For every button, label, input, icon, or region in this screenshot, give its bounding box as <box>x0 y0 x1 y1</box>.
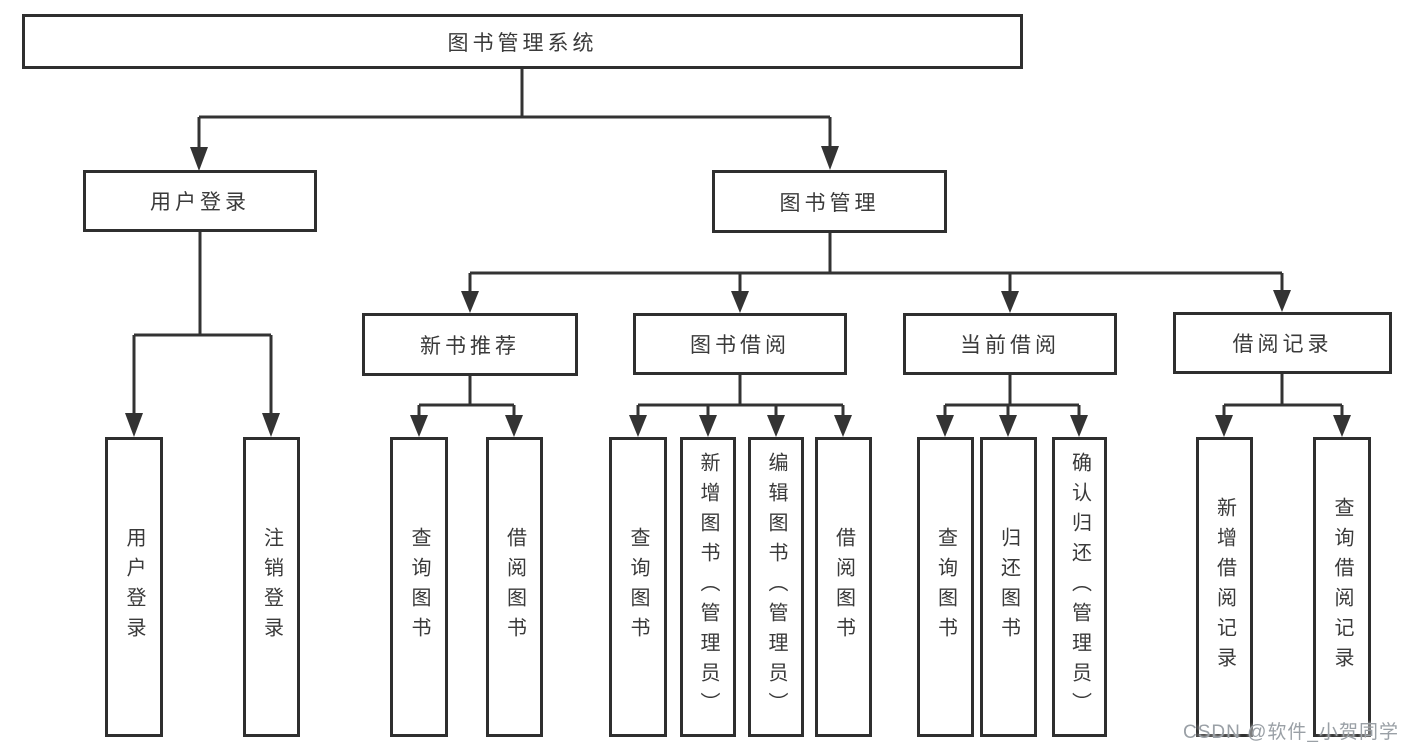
connector-user-login-to-leaves <box>125 232 280 437</box>
connector-root-to-level2 <box>190 69 839 171</box>
leaf-confirm-return-admin: 确认归还（管理员） <box>1052 437 1107 737</box>
leaf-return-book: 归还图书 <box>980 437 1037 737</box>
leaf-logout: 注销登录 <box>243 437 300 737</box>
connector-new-book-recommend-to-leaves <box>410 376 523 437</box>
leaf-query-book-current: 查询图书 <box>917 437 974 737</box>
node-library-management-system: 图书管理系统 <box>22 14 1023 69</box>
csdn-watermark: CSDN @软件_小贺同学 <box>1183 722 1399 743</box>
leaf-edit-book-admin: 编辑图书（管理员） <box>748 437 804 737</box>
leaf-borrow-book-recommend: 借阅图书 <box>486 437 543 737</box>
leaf-user-login: 用户登录 <box>105 437 163 737</box>
node-book-borrow: 图书借阅 <box>633 313 847 375</box>
node-book-management: 图书管理 <box>712 170 947 233</box>
node-new-book-recommend: 新书推荐 <box>362 313 578 376</box>
leaf-borrow-book: 借阅图书 <box>815 437 872 737</box>
connector-book-management-to-level3 <box>461 233 1291 313</box>
leaf-query-borrow-record: 查询借阅记录 <box>1313 437 1371 737</box>
node-user-login: 用户登录 <box>83 170 317 232</box>
leaf-query-book-borrow: 查询图书 <box>609 437 667 737</box>
connector-borrow-record-to-leaves <box>1215 374 1351 437</box>
connector-current-borrow-to-leaves <box>936 375 1088 437</box>
leaf-add-book-admin: 新增图书（管理员） <box>680 437 736 737</box>
node-current-borrow: 当前借阅 <box>903 313 1117 375</box>
node-borrow-record: 借阅记录 <box>1173 312 1392 374</box>
leaf-query-book-recommend: 查询图书 <box>390 437 448 737</box>
connector-book-borrow-to-leaves <box>629 375 852 437</box>
leaf-add-borrow-record: 新增借阅记录 <box>1196 437 1253 737</box>
